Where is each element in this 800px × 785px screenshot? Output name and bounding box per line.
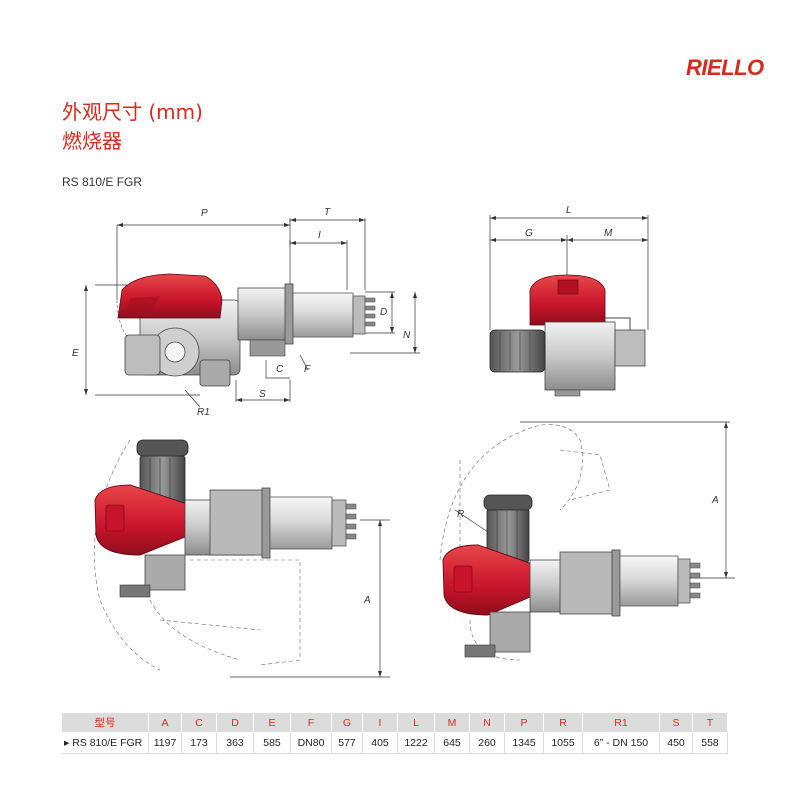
dim-label-d: D (380, 307, 387, 318)
value-i: 405 (362, 732, 398, 754)
dim-label-p: P (201, 208, 208, 219)
value-f: DN80 (290, 732, 332, 754)
header-r1: R1 (582, 713, 660, 732)
dim-label-t: T (324, 207, 331, 218)
dimensions-table: 型号 A C D E F G I L M N P R R1 S T ▸ RS 8… (62, 713, 728, 754)
header-l: L (397, 713, 435, 732)
value-g: 577 (331, 732, 363, 754)
dim-label-r: R (457, 509, 464, 520)
model-label: RS 810/E FGR (62, 175, 143, 189)
header-c: C (181, 713, 217, 732)
dim-label-f: F (304, 364, 311, 375)
dim-label-m: M (604, 228, 613, 239)
header-p: P (504, 713, 544, 732)
value-m: 645 (434, 732, 470, 754)
value-c: 173 (181, 732, 217, 754)
dim-label-l: L (566, 205, 572, 216)
value-l: 1222 (397, 732, 435, 754)
header-model: 型号 (62, 713, 149, 732)
value-t: 558 (692, 732, 728, 754)
header-m: M (434, 713, 470, 732)
table-header-row: 型号 A C D E F G I L M N P R R1 S T (62, 713, 728, 732)
header-e: E (253, 713, 291, 732)
value-d: 363 (216, 732, 254, 754)
value-s: 450 (659, 732, 693, 754)
dim-label-r1: R1 (197, 407, 210, 418)
header-g: G (331, 713, 363, 732)
header-t: T (692, 713, 728, 732)
dim-label-n: N (403, 330, 411, 341)
dim-label-c: C (276, 364, 284, 375)
header-n: N (469, 713, 505, 732)
page-subtitle: 燃烧器 (62, 129, 122, 153)
header-d: D (216, 713, 254, 732)
row-model-name: RS 810/E FGR (72, 736, 143, 749)
value-n: 260 (469, 732, 505, 754)
header-s: S (659, 713, 693, 732)
row-model: ▸ RS 810/E FGR (62, 732, 149, 754)
front-view-drawing (489, 215, 649, 397)
dim-label-a-right: A (711, 495, 719, 506)
value-r: 1055 (543, 732, 583, 754)
side-view-drawing (84, 218, 420, 408)
row-marker: ▸ (64, 736, 70, 749)
installation-view-left (93, 439, 390, 678)
dim-label-e: E (72, 348, 79, 359)
header-r: R (543, 713, 583, 732)
page-title: 外观尺寸 (mm) (62, 100, 203, 124)
header-a: A (148, 713, 182, 732)
header-f: F (290, 713, 332, 732)
dim-label-a-left: A (363, 595, 371, 606)
dim-label-g: G (525, 228, 533, 239)
value-p: 1345 (504, 732, 544, 754)
header-i: I (362, 713, 398, 732)
value-e: 585 (253, 732, 291, 754)
table-row: ▸ RS 810/E FGR 1197 173 363 585 DN80 577… (62, 732, 728, 754)
value-r1: 6” - DN 150 (582, 732, 660, 754)
value-a: 1197 (148, 732, 182, 754)
riello-logo: RIELLO (686, 55, 764, 80)
dim-label-i: I (318, 230, 321, 241)
dim-label-s: S (259, 389, 266, 400)
installation-view-right (439, 421, 735, 661)
